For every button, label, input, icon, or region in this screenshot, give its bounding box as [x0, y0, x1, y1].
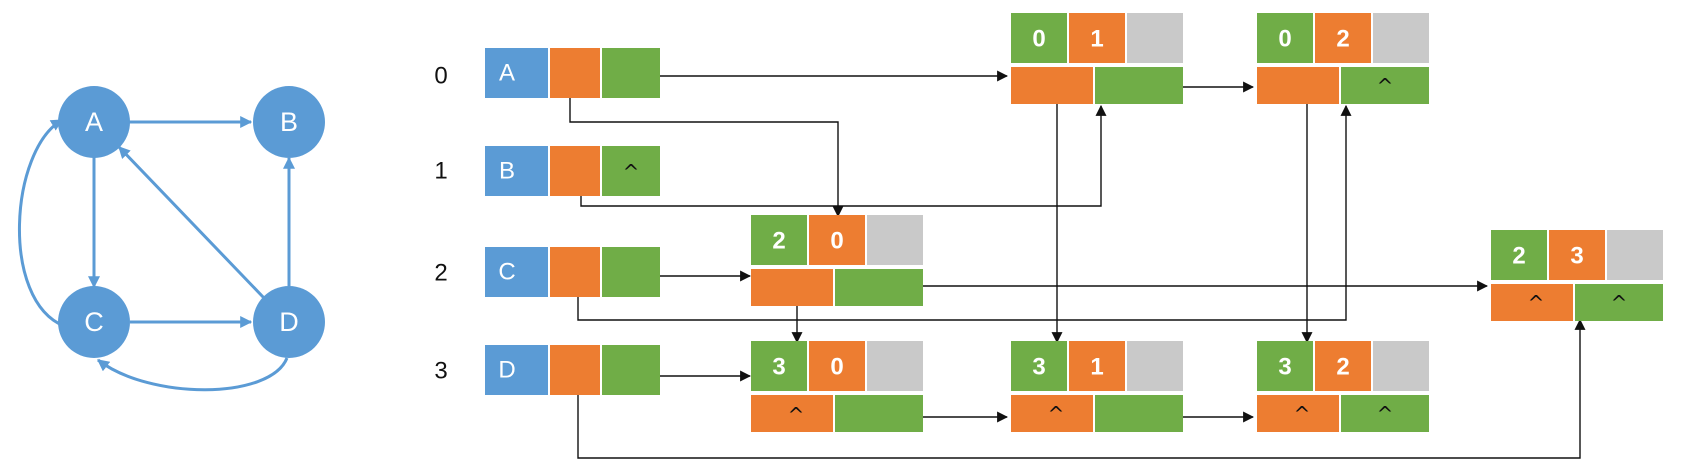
arc-3-2-headvex: 2 [1336, 354, 1349, 381]
arc-3-1-tailvex: 3 [1032, 354, 1045, 381]
edge-c-a [17, 118, 65, 328]
arc-2-3-taillink-null: ^ [1611, 291, 1628, 315]
graph-node-d-label: D [279, 307, 299, 337]
arc-2-0-tailvex: 2 [772, 228, 785, 255]
arc-3-1-headvex: 1 [1090, 354, 1103, 381]
row-index-2: 2 [434, 260, 447, 287]
row-index-labels: 0 1 2 3 [434, 63, 447, 385]
graph-node-d: D [253, 286, 325, 358]
arc-node-3-0: 3 0 ^ [751, 341, 923, 432]
vertex-name-b: B [499, 158, 515, 185]
row-index-1: 1 [434, 158, 447, 185]
arc-2-3-headvex: 3 [1570, 243, 1583, 270]
vertex-name-c: C [498, 259, 515, 286]
vertex-row-c: C [485, 247, 660, 297]
d-firstin-arrow [577, 318, 1586, 459]
arc-3-2-taillink-null: ^ [1377, 402, 1394, 426]
vertex-row-d: D [485, 345, 660, 395]
arc-node-3-2: 3 2 ^ ^ [1257, 341, 1429, 432]
arc-node-2-0: 2 0 [751, 215, 923, 306]
arc-0-2-headvex: 2 [1336, 26, 1349, 53]
arc-2-3-headlink-null: ^ [1528, 291, 1545, 315]
null-pointer-b-firstout: ^ [623, 160, 640, 184]
edge-d-c [97, 357, 289, 392]
arc-2-0-headvex: 0 [830, 228, 843, 255]
arc-3-0-headlink-null: ^ [788, 403, 805, 427]
arc-0-1-headvex: 1 [1090, 26, 1103, 53]
graph-node-c: C [58, 286, 130, 358]
arc-3-1-headlink-null: ^ [1048, 402, 1065, 426]
edge-d-a [117, 145, 266, 300]
arc-node-3-1: 3 1 ^ [1011, 341, 1183, 432]
graph-node-b: B [253, 86, 325, 158]
arc-2-3-tailvex: 2 [1512, 243, 1525, 270]
arc-node-2-3: 2 3 ^ ^ [1491, 230, 1663, 321]
graph-node-a: A [58, 86, 130, 158]
vertex-row-a: A [485, 48, 660, 98]
arc-node-0-2: 0 2 ^ [1257, 13, 1429, 104]
row-index-3: 3 [434, 358, 447, 385]
graph-node-b-label: B [280, 107, 298, 137]
arc-3-2-tailvex: 3 [1278, 354, 1291, 381]
arc-0-2-taillink-null: ^ [1377, 74, 1394, 98]
arc-3-0-tailvex: 3 [772, 354, 785, 381]
arc-0-1-tailvex: 0 [1032, 26, 1045, 53]
graph-node-c-label: C [84, 307, 104, 337]
arc-3-0-headvex: 0 [830, 354, 843, 381]
arc-3-2-headlink-null: ^ [1294, 402, 1311, 426]
row-index-0: 0 [434, 63, 447, 90]
vertex-row-b: B ^ [485, 146, 660, 196]
c-firstin-arrow [577, 104, 1352, 321]
vertex-name-d: D [498, 357, 515, 384]
directed-graph: A B C D [17, 86, 325, 392]
arc-node-0-1: 0 1 [1011, 13, 1183, 104]
graph-node-a-label: A [85, 107, 103, 137]
arc-0-2-tailvex: 0 [1278, 26, 1291, 53]
a-firstin-arrow [569, 88, 844, 218]
vertex-name-a: A [499, 60, 515, 87]
